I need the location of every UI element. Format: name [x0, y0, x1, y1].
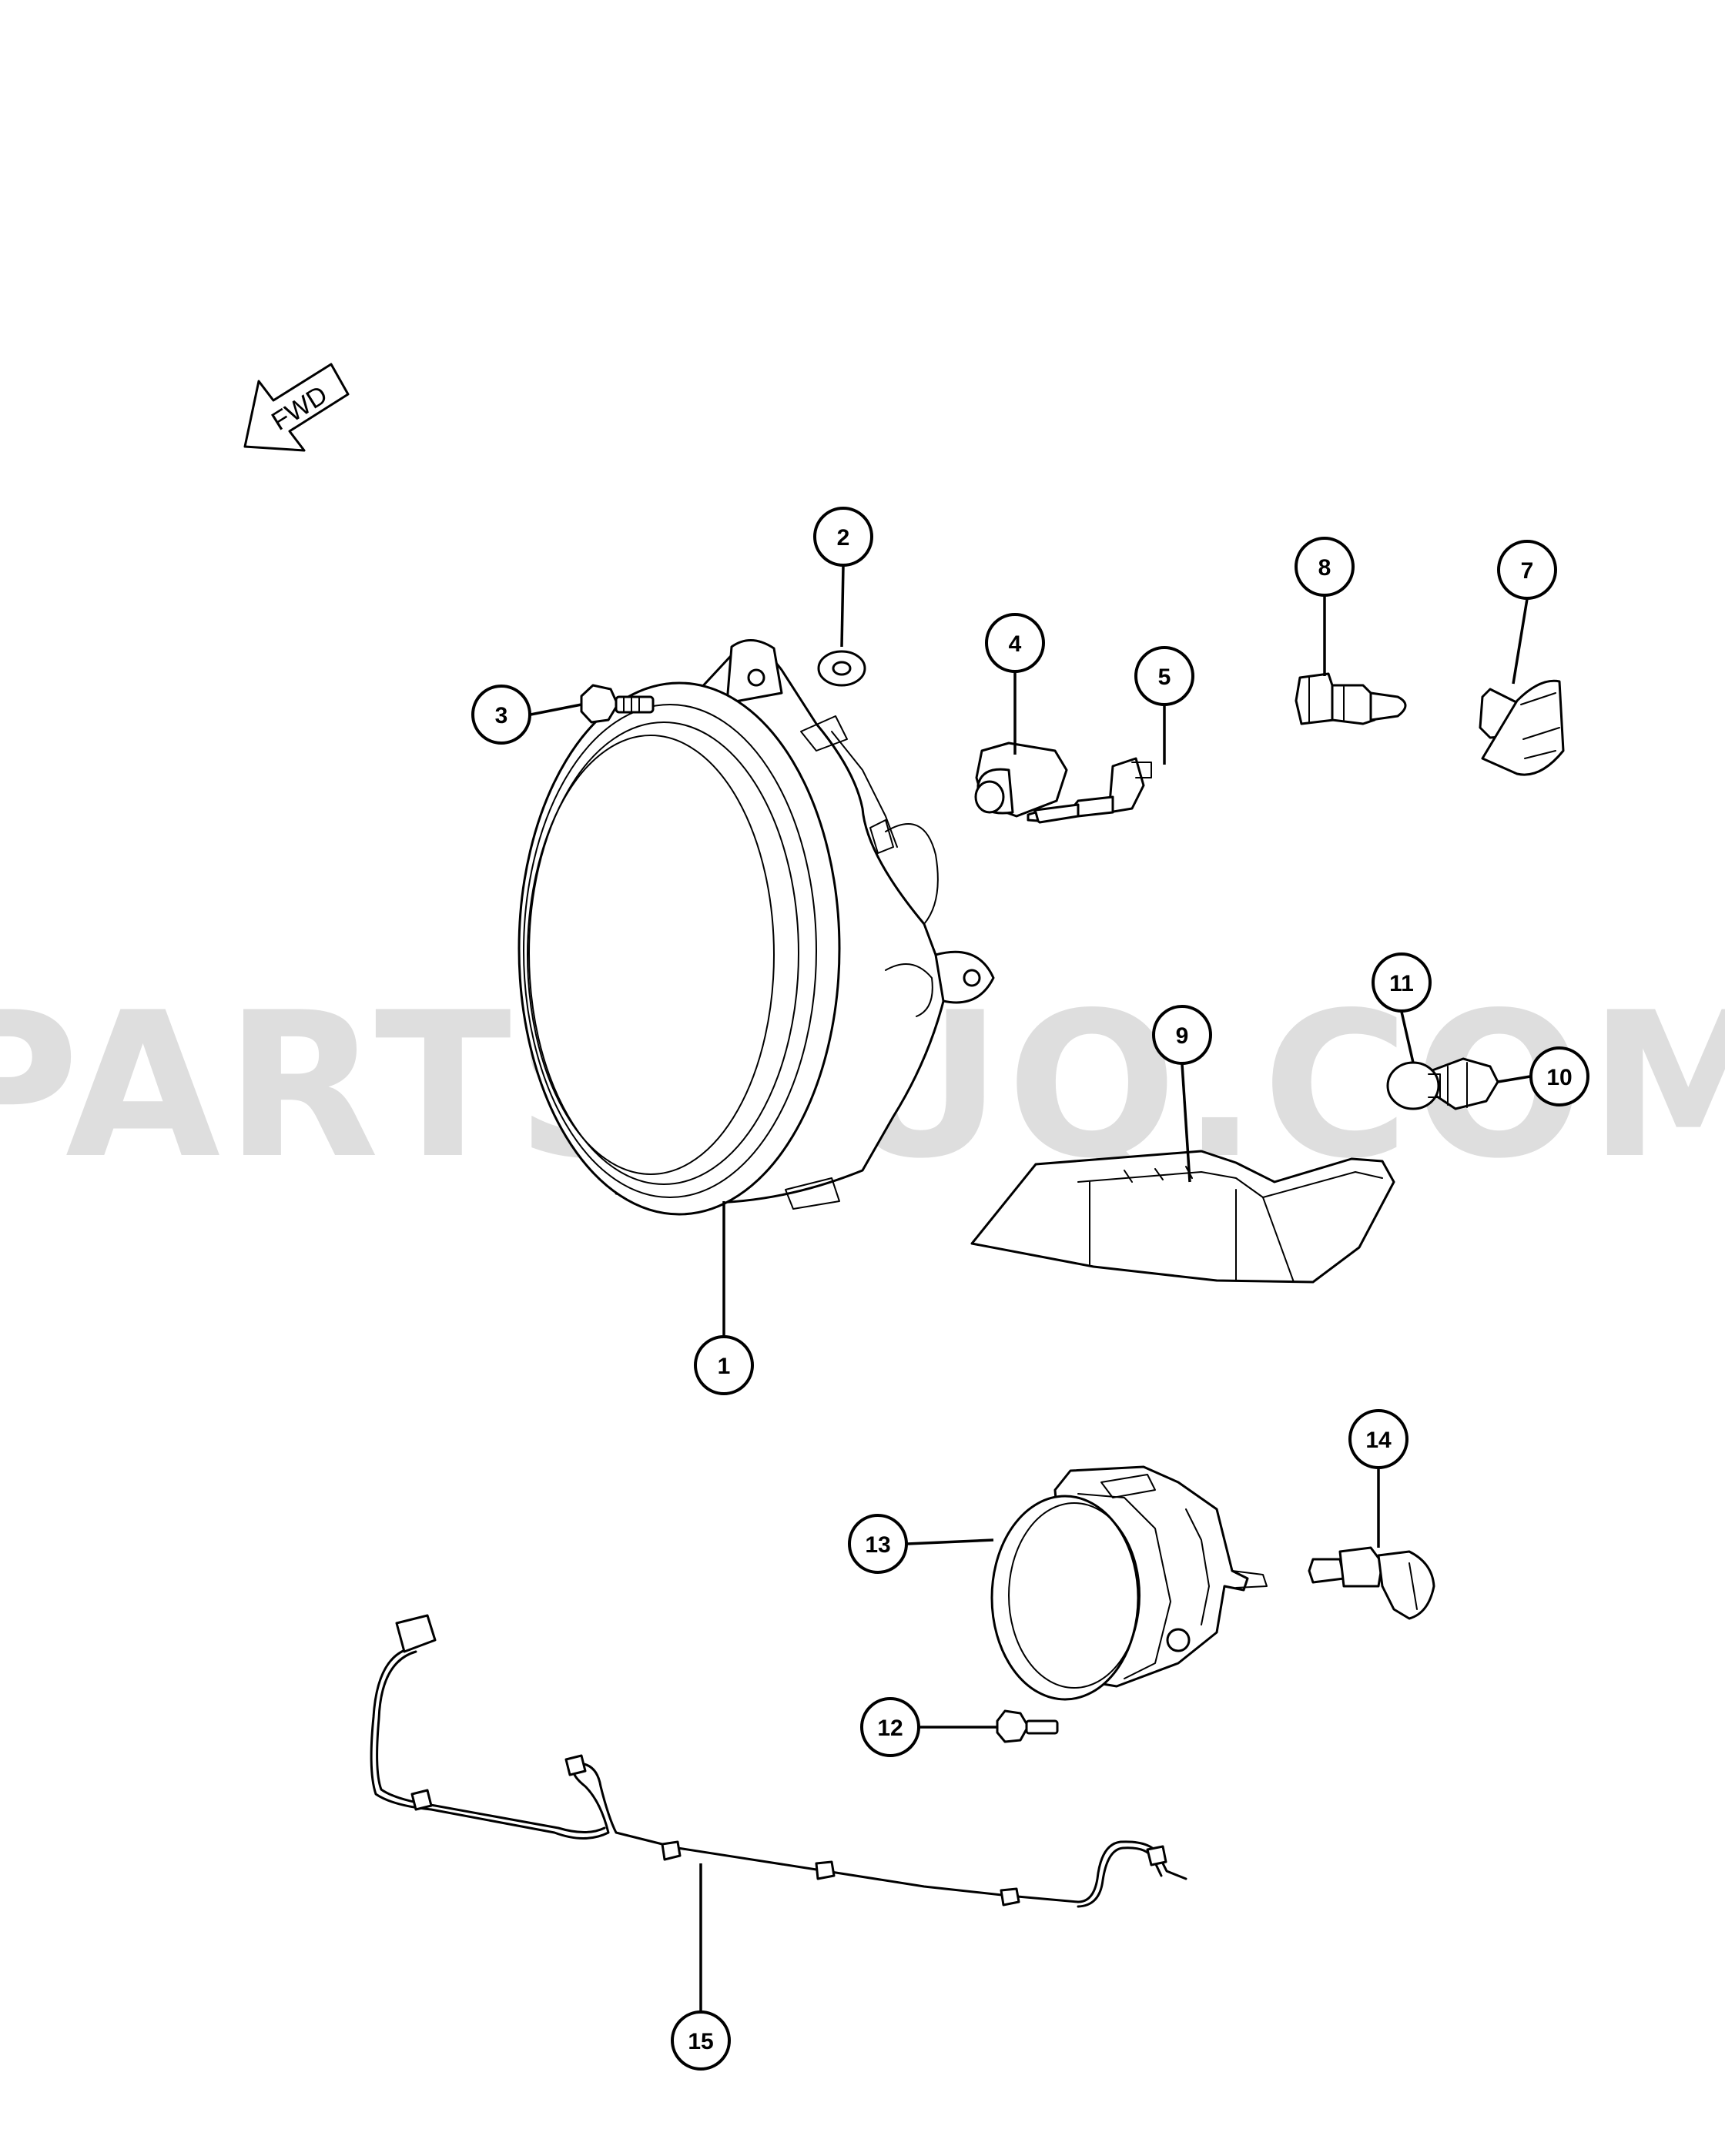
callout-1: 1 — [694, 1335, 754, 1395]
callout-15: 15 — [671, 2010, 731, 2071]
callout-4: 4 — [985, 613, 1045, 673]
callout-8: 8 — [1295, 537, 1355, 597]
callout-12-label: 12 — [877, 1716, 903, 1741]
callout-4-label: 4 — [1009, 631, 1022, 657]
bulb-part-11 — [1386, 1061, 1441, 1110]
callout-1-label: 1 — [718, 1354, 731, 1379]
callout-5: 5 — [1134, 646, 1194, 706]
bolt-part-12 — [996, 1709, 1059, 1743]
callout-10: 10 — [1529, 1046, 1589, 1106]
callout-13: 13 — [848, 1514, 908, 1574]
headlamp-part — [518, 639, 995, 1216]
callout-3-label: 3 — [495, 703, 508, 728]
callout-7: 7 — [1497, 540, 1557, 600]
side-marker-lamp-part — [1479, 679, 1565, 776]
callout-8-label: 8 — [1318, 555, 1331, 581]
callout-7-label: 7 — [1521, 558, 1534, 584]
callout-11: 11 — [1372, 952, 1432, 1013]
headlamp-bulb-part — [974, 742, 1068, 818]
callout-2-label: 2 — [837, 525, 850, 551]
fog-bulb-part — [1308, 1546, 1435, 1620]
fog-lamp-part — [990, 1465, 1268, 1701]
callout-14-label: 14 — [1365, 1428, 1392, 1453]
callout-5-label: 5 — [1158, 665, 1171, 690]
wedge-bulb-part — [1027, 757, 1152, 824]
washer-part — [817, 650, 866, 687]
socket-bulb-part — [1295, 672, 1407, 725]
callout-12: 12 — [860, 1697, 920, 1757]
bolt-part-3 — [580, 684, 655, 724]
wiring-harness-part — [370, 1614, 1187, 1908]
callout-11-label: 11 — [1389, 971, 1414, 996]
callout-13-label: 13 — [865, 1532, 890, 1558]
callout-2: 2 — [813, 507, 873, 567]
callout-9: 9 — [1152, 1005, 1212, 1065]
callout-10-label: 10 — [1546, 1065, 1572, 1090]
callout-14: 14 — [1348, 1409, 1408, 1469]
fwd-label: FWD — [266, 380, 333, 437]
callout-3: 3 — [471, 685, 531, 745]
callout-9-label: 9 — [1176, 1023, 1189, 1049]
callout-15-label: 15 — [688, 2029, 713, 2054]
fwd-arrow-icon: FWD — [243, 363, 350, 452]
park-turn-lamp-part — [970, 1150, 1395, 1284]
